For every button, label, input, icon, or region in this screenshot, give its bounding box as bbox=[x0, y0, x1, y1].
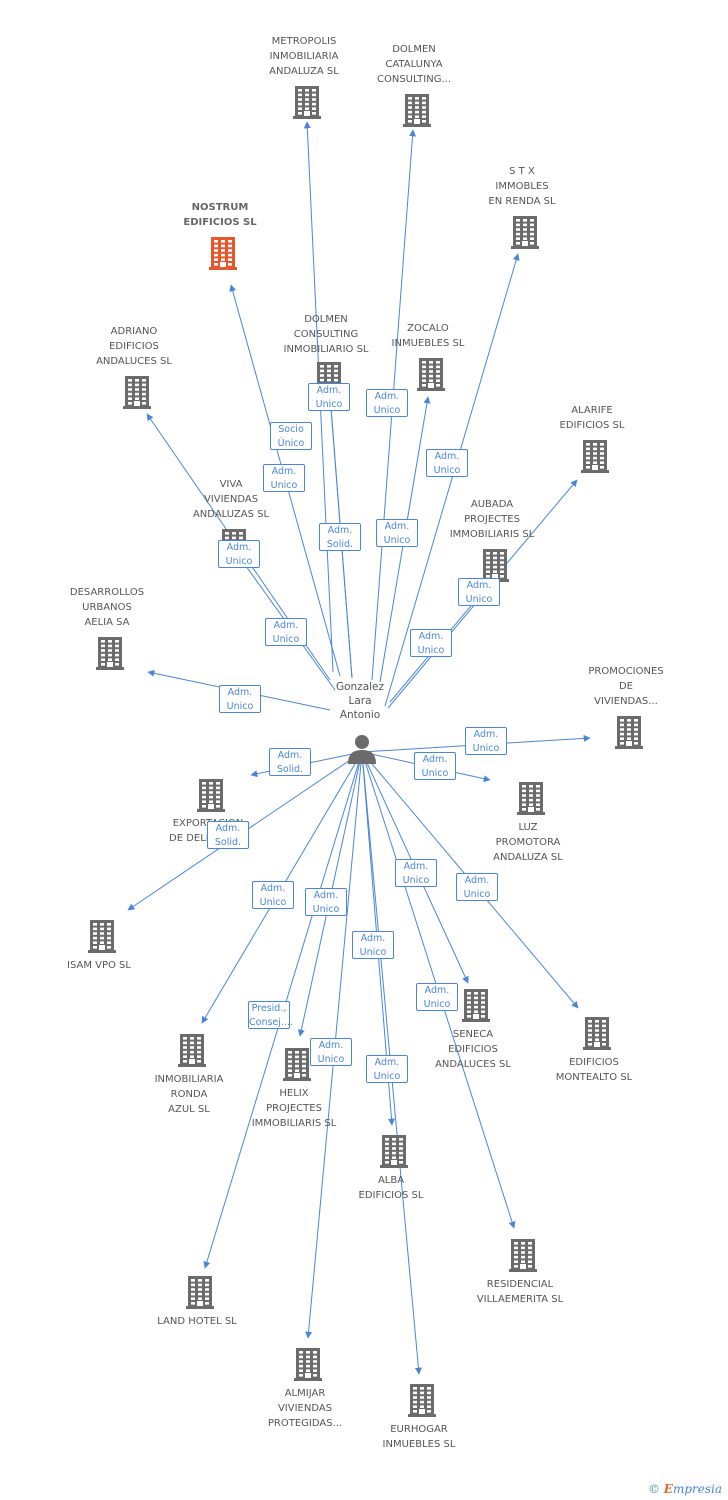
center-person-label: Gonzalez Lara Antonio bbox=[335, 681, 385, 721]
relation-badge-promociones[interactable]: Adm. Unico bbox=[465, 727, 507, 755]
relation-badge-adriano[interactable]: Adm. Unico bbox=[218, 540, 260, 568]
building-icon-desarrollos[interactable] bbox=[96, 636, 124, 670]
building-icon-luz[interactable] bbox=[517, 781, 545, 815]
relation-badge-isam[interactable]: Adm. Solid. bbox=[269, 748, 311, 776]
relation-badge-alba[interactable]: Adm. Unico bbox=[366, 1055, 408, 1083]
company-label-dolmen-consulting[interactable]: DOLMEN CONSULTING INMOBILIARIO SL bbox=[283, 314, 369, 355]
building-icon-aubada[interactable] bbox=[481, 548, 509, 582]
building-icon-land-hotel[interactable] bbox=[186, 1275, 214, 1309]
company-label-luz[interactable]: LUZ PROMOTORA ANDALUZA SL bbox=[493, 822, 563, 863]
company-label-viva[interactable]: VIVA VIVIENDAS ANDALUZAS SL bbox=[192, 479, 270, 520]
relation-badge-alarife[interactable]: Adm. Unico bbox=[458, 578, 500, 606]
relation-badge-dolmen-consulting[interactable]: Adm. Solid. bbox=[319, 523, 361, 551]
relation-badge-ronda[interactable]: Adm. Unico bbox=[252, 881, 294, 909]
brand-letter: E bbox=[663, 1482, 673, 1496]
building-icon-helix[interactable] bbox=[283, 1047, 311, 1081]
relation-badge-aubada[interactable]: Adm. Unico bbox=[410, 629, 452, 657]
relation-badge-eurhogar[interactable]: Adm. Unico bbox=[352, 931, 394, 959]
building-icon-seneca[interactable] bbox=[462, 988, 490, 1022]
company-label-aubada[interactable]: AUBADA PROJECTES IMMOBILIARIS SL bbox=[449, 499, 535, 540]
building-icon-dolmen-catalunya[interactable] bbox=[403, 93, 431, 127]
building-icon-villaemerita[interactable] bbox=[509, 1238, 537, 1272]
company-label-promociones[interactable]: PROMOCIONES DE VIVIENDAS... bbox=[588, 666, 664, 707]
relation-badge-dolmen-catalunya[interactable]: Adm. Unico bbox=[366, 389, 408, 417]
relation-badge-viva[interactable]: Adm. Unico bbox=[265, 618, 307, 646]
building-icon-adriano[interactable] bbox=[123, 375, 151, 409]
building-icon-alba[interactable] bbox=[380, 1134, 408, 1168]
relation-badge-stx[interactable]: Adm. Unico bbox=[426, 449, 468, 477]
building-icon-stx[interactable] bbox=[511, 215, 539, 249]
relation-badge-land-hotel[interactable]: Presid., Consej.... bbox=[248, 1001, 293, 1029]
building-icon-metropolis[interactable] bbox=[293, 85, 321, 119]
relation-badge-desarrollos[interactable]: Adm. Unico bbox=[219, 685, 261, 713]
building-icon-promociones[interactable] bbox=[615, 715, 643, 749]
company-label-alba[interactable]: ALBA EDIFICIOS SL bbox=[358, 1175, 424, 1201]
relation-badge-nostrum[interactable]: Adm. Unico bbox=[263, 464, 305, 492]
building-icon-ronda[interactable] bbox=[178, 1033, 206, 1067]
relation-badge-metropolis[interactable]: Adm. Unico bbox=[308, 383, 350, 411]
relation-badge-zocalo[interactable]: Adm. Unico bbox=[376, 519, 418, 547]
relation-badge-almijar[interactable]: Adm. Unico bbox=[310, 1038, 352, 1066]
building-icon-isam[interactable] bbox=[88, 919, 116, 953]
building-icon-nostrum[interactable] bbox=[209, 236, 237, 270]
company-label-almijar[interactable]: ALMIJAR VIVIENDAS PROTEGIDAS... bbox=[267, 1388, 343, 1429]
company-label-desarrollos[interactable]: DESARROLLOS URBANOS AELIA SA bbox=[69, 587, 145, 628]
company-label-ronda[interactable]: INMOBILIARIA RONDA AZUL SL bbox=[154, 1074, 224, 1115]
footer-brand: © Empresia bbox=[648, 1482, 722, 1496]
relation-badge-exportacion[interactable]: Adm. Solid. bbox=[207, 821, 249, 849]
company-label-montealto[interactable]: EDIFICIOS MONTEALTO SL bbox=[555, 1057, 633, 1083]
company-label-metropolis[interactable]: METROPOLIS INMOBILIARIA ANDALUZA SL bbox=[269, 36, 339, 77]
relation-badge-dolmen-consulting[interactable]: Socio Único bbox=[270, 422, 312, 450]
brand-name: mpresia bbox=[672, 1482, 722, 1496]
person-icon[interactable] bbox=[346, 732, 378, 764]
relation-badge-helix[interactable]: Adm. Unico bbox=[305, 888, 347, 916]
building-icon-zocalo[interactable] bbox=[417, 357, 445, 391]
relation-badge-seneca[interactable]: Adm. Unico bbox=[395, 859, 437, 887]
company-label-dolmen-catalunya[interactable]: DOLMEN CATALUNYA CONSULTING... bbox=[376, 44, 452, 85]
company-label-adriano[interactable]: ADRIANO EDIFICIOS ANDALUCES SL bbox=[96, 326, 172, 367]
company-label-eurhogar[interactable]: EURHOGAR INMUEBLES SL bbox=[382, 1424, 456, 1450]
edge-stx-2 bbox=[384, 253, 520, 707]
company-label-nostrum[interactable]: NOSTRUM EDIFICIOS SL bbox=[183, 202, 257, 228]
relation-badge-luz[interactable]: Adm. Unico bbox=[414, 752, 456, 780]
relation-badge-montealto[interactable]: Adm. Unico bbox=[456, 873, 498, 901]
building-icon-almijar[interactable] bbox=[294, 1347, 322, 1381]
company-label-isam[interactable]: ISAM VPO SL bbox=[67, 960, 131, 971]
company-label-land-hotel[interactable]: LAND HOTEL SL bbox=[157, 1316, 237, 1327]
building-icon-exportacion[interactable] bbox=[197, 778, 225, 812]
copyright-symbol: © bbox=[647, 1482, 660, 1496]
building-icon-alarife[interactable] bbox=[581, 439, 609, 473]
company-label-villaemerita[interactable]: RESIDENCIAL VILLAEMERITA SL bbox=[476, 1279, 564, 1305]
building-icon-eurhogar[interactable] bbox=[408, 1383, 436, 1417]
company-label-helix[interactable]: HELIX PROJECTES IMMOBILIARIS SL bbox=[251, 1088, 337, 1129]
company-label-zocalo[interactable]: ZOCALO INMUEBLES SL bbox=[391, 323, 465, 349]
company-label-stx[interactable]: S T X IMMOBLES EN RENDA SL bbox=[488, 166, 556, 207]
relation-badge-villaemerita[interactable]: Adm. Unico bbox=[416, 983, 458, 1011]
building-icon-montealto[interactable] bbox=[583, 1016, 611, 1050]
company-label-alarife[interactable]: ALARIFE EDIFICIOS SL bbox=[559, 405, 625, 431]
company-label-seneca[interactable]: SENECA EDIFICIOS ANDALUCES SL bbox=[435, 1029, 511, 1070]
